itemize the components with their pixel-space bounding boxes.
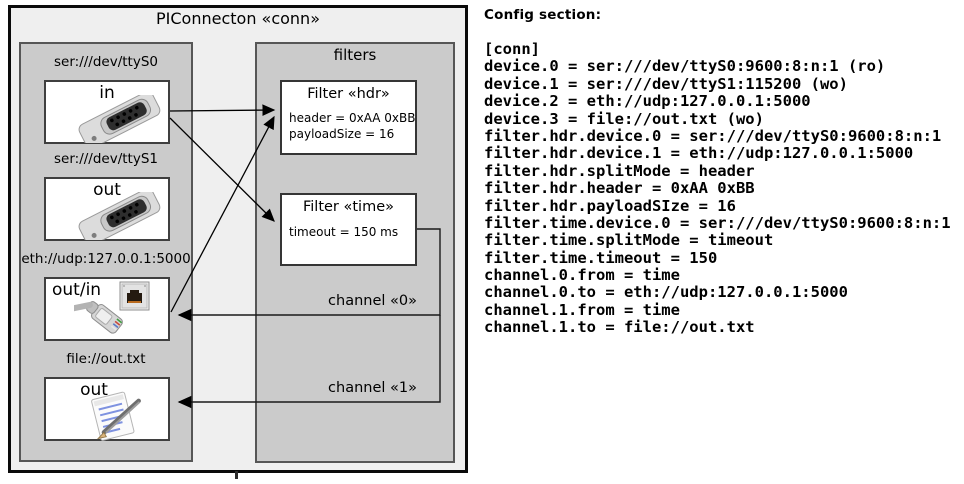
diagram-title: PIConnecton «conn» [156,9,320,28]
serial-connector-icon [78,192,161,240]
config-line: channel.0.from = time [484,266,680,285]
device-direction: out/in [52,280,102,300]
config-line: channel.1.to = file://out.txt [484,318,755,337]
channel-1-label: channel «1» [328,380,417,396]
config-line: filter.time.splitMode = timeout [484,231,774,250]
filter-time-box: Filter «time» timeout = 150 ms [280,193,417,266]
config-line: device.1 = ser:///dev/ttyS1:115200 (wo) [484,74,848,93]
config-line: filter.time.timeout = 150 [484,248,718,267]
filter-hdr-attr-payloadsize: payloadSize = 16 [289,127,395,141]
device-box-ttys1: out [44,177,170,241]
config-line: device.0 = ser:///dev/ttyS0:9600:8:n:1 (… [484,57,886,76]
config-section-title: Config section: [484,7,602,23]
config-line: filter.time.device.0 = ser:///dev/ttyS0:… [484,213,951,232]
device-direction: out [80,380,108,400]
config-line: device.2 = eth://udp:127.0.0.1:5000 [484,92,811,111]
device-label-eth: eth://udp:127.0.0.1:5000 [21,251,191,267]
config-line: [conn] [484,40,540,58]
config-line: channel.1.from = time [484,300,680,319]
config-line: device.3 = file://out.txt (wo) [484,109,764,128]
config-line: filter.hdr.device.0 = ser:///dev/ttyS0:9… [484,126,942,145]
device-label-ttys1: ser:///dev/ttyS1 [54,151,158,167]
filter-hdr-title: Filter «hdr» [307,86,390,102]
config-line: filter.hdr.payloadSIze = 16 [484,196,736,215]
notepad-icon [91,391,141,441]
device-direction: out [93,180,121,200]
device-box-eth: out/in [44,277,170,341]
device-box-ttys0: in [44,80,170,144]
filters-group-title: filters [333,46,377,64]
filter-time-attr-timeout: timeout = 150 ms [289,225,399,239]
config-line: channel.0.to = eth://udp:127.0.0.1:5000 [484,283,848,302]
channel-0-label: channel «0» [328,293,417,309]
device-label-file: file://out.txt [66,351,146,367]
config-line: filter.hdr.header = 0xAA 0xBB [484,179,755,198]
config-line: filter.hdr.splitMode = header [484,161,755,180]
device-direction: in [99,83,115,103]
filter-hdr-attr-header: header = 0xAA 0xBB [289,111,416,125]
serial-connector-icon [78,95,161,143]
ethernet-connector-icon [74,281,150,334]
filter-hdr-box: Filter «hdr» header = 0xAA 0xBB payloadS… [280,80,417,155]
device-label-ttys0: ser:///dev/ttyS0 [54,54,158,70]
config-text: [conn]device.0 = ser:///dev/ttyS0:9600:8… [484,40,962,337]
page-boundary-tick [235,471,238,479]
config-line: filter.hdr.device.1 = eth://udp:127.0.0.… [484,144,914,163]
filter-time-title: Filter «time» [302,199,395,215]
device-box-file: out [44,377,170,441]
